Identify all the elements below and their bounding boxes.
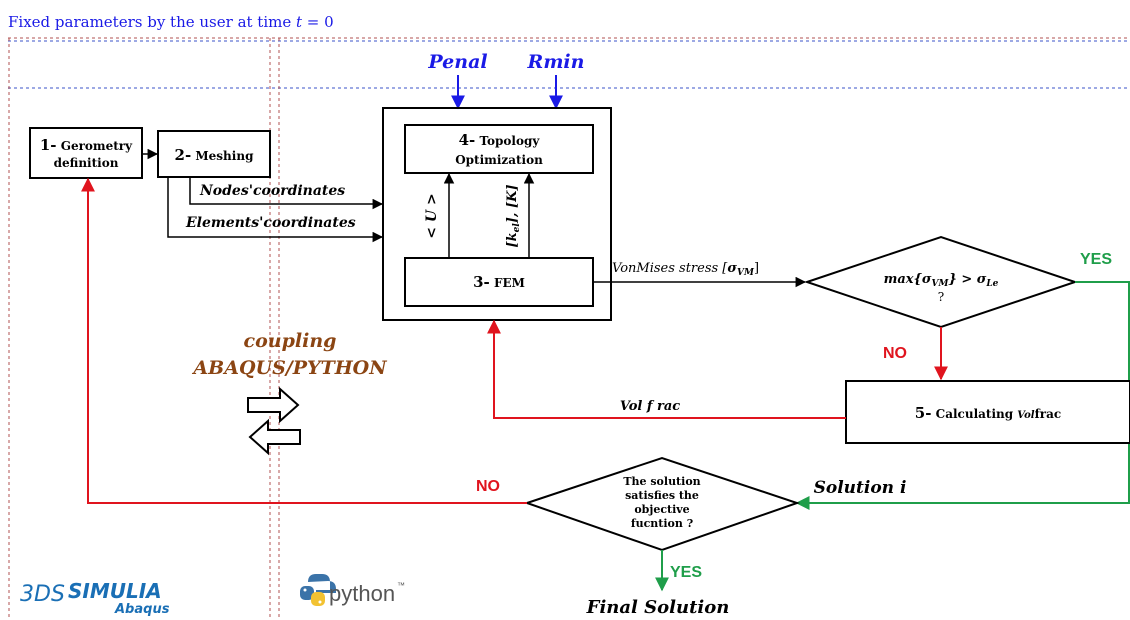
coupling-right-arrow-icon [247, 386, 300, 424]
coupling-line1: coupling [244, 330, 337, 352]
guide-lines [8, 37, 1128, 620]
final-solution-label: Final Solution [586, 597, 730, 618]
rmin-label: Rmin [527, 51, 585, 73]
fem-label: 3- FEM [473, 273, 525, 291]
nodes-coords-label: Nodes'coordinates [199, 183, 345, 199]
volfrac-box-label: 5- Calculating Volfrac [915, 404, 1061, 422]
stress-question-mark: ? [938, 290, 944, 304]
yes-bottom-label: YES [670, 564, 702, 581]
vonmises-label: VonMises stress [σVM] [612, 261, 759, 278]
no-middle-label: NO [883, 345, 907, 362]
simulia-abaqus: Abaqus [114, 602, 170, 617]
stiffness-label: [kel], [K] [505, 184, 522, 247]
geometry-label-line2: definition [54, 156, 119, 170]
topology-optimization-box [404, 124, 594, 174]
geometry-label-line1: 1- Gerometry [40, 136, 133, 154]
elements-coords-arrow [167, 177, 384, 243]
coupling-line2: ABAQUS/PYTHON [191, 357, 387, 379]
python-logo: python ™ [300, 574, 405, 606]
objective-line1: The solution [623, 475, 700, 488]
simulia-name: SIMULIA [68, 579, 162, 603]
simulia-mark-icon: 3DS [20, 582, 65, 607]
volfrac-box [845, 380, 1130, 444]
topology-label-line1: 4- Topology [459, 131, 541, 149]
objective-line4: fucntion ? [631, 517, 693, 530]
fixed-params-title: Fixed parameters by the user at time t =… [8, 13, 334, 31]
python-wordmark: python [329, 581, 395, 606]
nodes-coords-arrow [189, 177, 384, 210]
u-vector-label: < U > [424, 193, 440, 238]
objective-line2: satisfies the [625, 489, 699, 502]
objective-line3: objective [634, 503, 689, 516]
elements-coords-label: Elements'coordinates [185, 215, 356, 231]
simulia-logo: 3DS SIMULIA Abaqus [20, 579, 170, 617]
volfrac-feedback-arrow [487, 319, 846, 419]
yes-top-label: YES [1080, 251, 1112, 268]
stress-condition-label: max{σVM} > σLe [884, 272, 999, 289]
meshing-label: 2- Meshing [175, 146, 255, 164]
fem-box [404, 257, 594, 307]
volfrac-edge-label: Vol f rac [620, 399, 680, 414]
no-to-geometry-path [81, 177, 527, 504]
coupling-left-arrow-icon [248, 418, 301, 456]
no-left-label: NO [476, 478, 500, 495]
penal-label: Penal [427, 51, 487, 73]
objective-decision-diamond [523, 456, 801, 552]
python-snake-icon [300, 574, 336, 606]
topology-label-line2: Optimization [455, 153, 543, 167]
solution-i-label: Solution i [814, 478, 907, 498]
python-tm: ™ [397, 581, 405, 590]
